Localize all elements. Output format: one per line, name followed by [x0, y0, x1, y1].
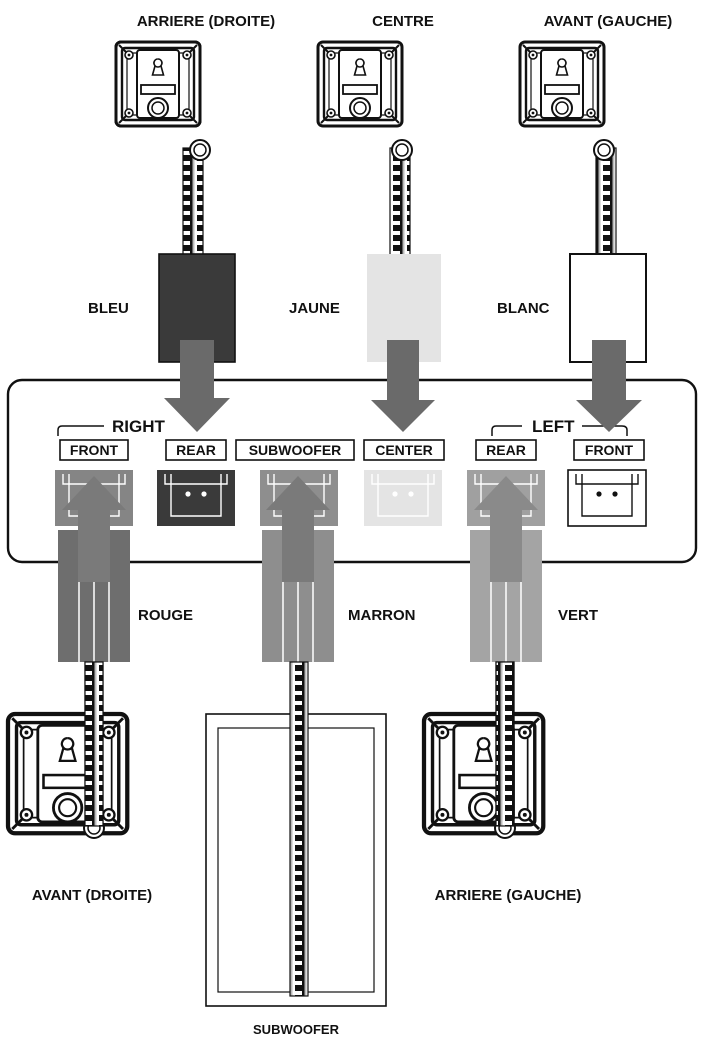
- cable-center: [389, 147, 411, 257]
- bracket-right: [57, 425, 104, 436]
- color-label-green: VERT: [558, 607, 598, 624]
- color-label-white: BLANC: [497, 300, 550, 317]
- bracket-left: [491, 425, 522, 436]
- terminal-label-rear-left: REAR: [486, 442, 526, 458]
- terminal-center: [364, 470, 442, 526]
- arrow-down-yellow: [371, 340, 435, 432]
- title-center: CENTRE: [372, 13, 434, 30]
- terminal-label-subwoofer: SUBWOOFER: [249, 442, 342, 458]
- group-label-left: LEFT: [532, 417, 575, 436]
- cable-rear-right: [182, 147, 204, 257]
- terminal-label-center: CENTER: [375, 442, 433, 458]
- terminal-label-front-left: FRONT: [585, 442, 634, 458]
- title-rear-left: ARRIERE (GAUCHE): [435, 887, 582, 904]
- title-front-left: AVANT (GAUCHE): [544, 13, 673, 30]
- terminal-label-box-front-right: [59, 439, 129, 461]
- cable-front-left: [595, 147, 617, 257]
- color-label-red: ROUGE: [138, 607, 193, 624]
- terminal-label-front-right: FRONT: [70, 442, 119, 458]
- terminal-label-rear-right: REAR: [176, 442, 216, 458]
- arrow-up-brown: [266, 476, 330, 582]
- speaker-bottom-rear-left: [424, 714, 543, 833]
- terminal-rear-right: [157, 470, 235, 526]
- arrow-down-white: [576, 340, 642, 432]
- color-label-blue: BLEU: [88, 300, 129, 317]
- color-label-brown: MARRON: [348, 607, 416, 624]
- group-label-right: RIGHT: [112, 417, 166, 436]
- terminal-front-left: [567, 469, 647, 527]
- color-label-yellow: JAUNE: [289, 300, 340, 317]
- title-rear-right: ARRIERE (DROITE): [137, 13, 275, 30]
- title-subwoofer: SUBWOOFER: [253, 1022, 340, 1037]
- arrow-up-green: [474, 476, 538, 582]
- cable-subwoofer: [289, 661, 309, 997]
- title-front-right: AVANT (DROITE): [32, 887, 152, 904]
- arrow-up-red: [62, 476, 126, 582]
- speaker-bottom-front-right: [8, 714, 127, 833]
- arrow-down-blue: [164, 340, 230, 432]
